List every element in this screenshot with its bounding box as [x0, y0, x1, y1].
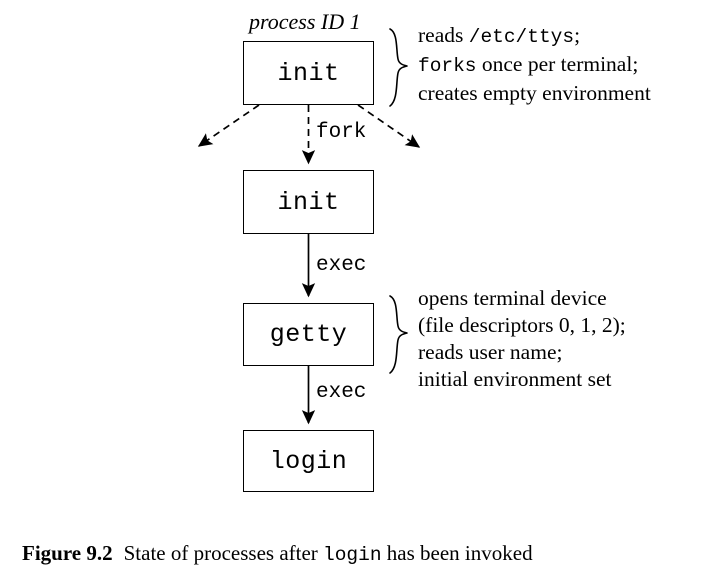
process-id-label: process ID 1 — [249, 9, 361, 34]
fork-edge-left — [197, 104, 260, 147]
annotation-getty: opens terminal device (file descriptors 0… — [418, 285, 626, 393]
process-box-login: login — [243, 430, 374, 492]
fork-edge-right — [357, 104, 421, 148]
annotation-text-run: creates empty environment — [418, 81, 651, 105]
process-box-getty: getty — [243, 303, 374, 366]
annotation-mono-run: /etc/ttys — [468, 26, 575, 48]
annotation-text-run: reads user name; — [418, 340, 563, 364]
annotation-text-run: ; — [574, 23, 581, 47]
process-box-label: init — [277, 187, 340, 217]
edge-label-fork: fork — [316, 121, 367, 144]
annotation-line: opens terminal device — [418, 285, 626, 312]
annotation-line: (file descriptors 0, 1, 2); — [418, 312, 626, 339]
annotation-text-run: (file descriptors 0, 1, 2); — [418, 313, 626, 337]
process-box-label: init — [277, 58, 340, 88]
annotation-text-run: once per terminal; — [476, 52, 639, 76]
annotation-mono-run: forks — [418, 55, 477, 77]
brace-getty — [389, 295, 408, 374]
edge-label-exec-getty-login: exec — [316, 381, 367, 404]
annotation-line: forks once per terminal; — [418, 51, 651, 80]
figure-caption: Figure 9.2 State of processes after login… — [22, 540, 533, 568]
annotation-text-run: reads — [418, 23, 469, 47]
annotation-text-run: opens terminal device — [418, 286, 607, 310]
annotation-init: reads /etc/ttys;forks once per terminal;… — [418, 22, 651, 107]
annotation-text-run: initial environment set — [418, 367, 612, 391]
process-box-label: login — [269, 446, 348, 476]
edge-label-exec-init-getty: exec — [316, 254, 367, 277]
brace-init — [389, 28, 408, 107]
process-box-init-1: init — [243, 41, 374, 105]
annotation-line: creates empty environment — [418, 80, 651, 107]
annotation-line: reads /etc/ttys; — [418, 22, 651, 51]
figure-caption-number: Figure 9.2 — [22, 541, 113, 565]
process-box-init-2: init — [243, 170, 374, 234]
process-box-label: getty — [269, 320, 348, 349]
figure-caption-mono-term: login — [323, 544, 382, 566]
figure-caption-text-after: has been invoked — [381, 541, 533, 565]
annotation-line: reads user name; — [418, 339, 626, 366]
annotation-line: initial environment set — [418, 366, 626, 393]
figure-caption-text-before: State of processes after — [123, 541, 324, 565]
